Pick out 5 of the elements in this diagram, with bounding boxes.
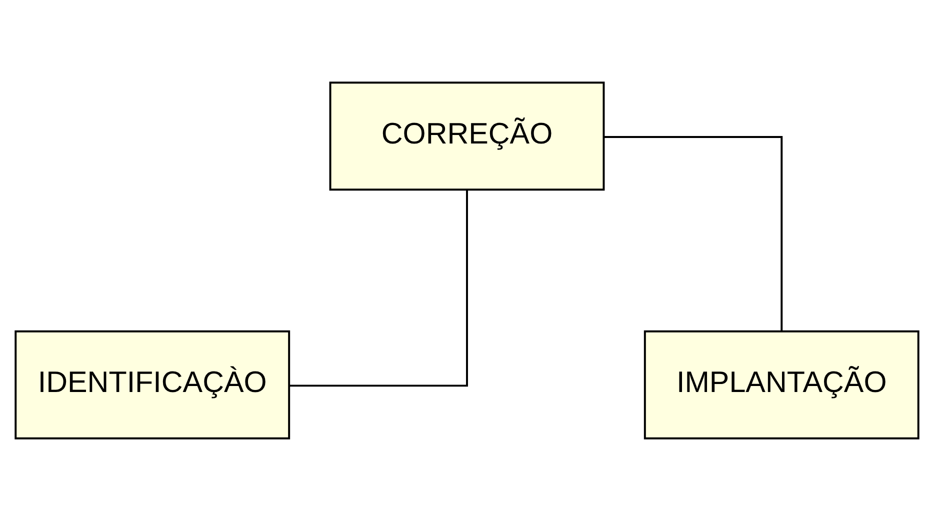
node-box: CORREÇÃO	[329, 82, 605, 191]
connector	[289, 190, 468, 387]
node-box: IDENTIFICAÇÀO	[14, 330, 290, 440]
node-box: IMPLANTAÇÃO	[644, 330, 920, 440]
connector	[604, 136, 783, 332]
